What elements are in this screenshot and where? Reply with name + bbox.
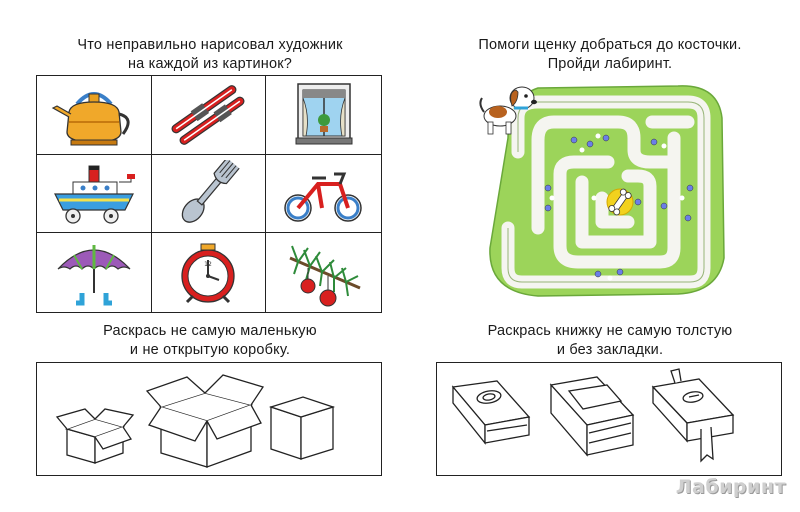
- caption-line: и без закладки.: [556, 342, 664, 358]
- grid-cell[interactable]: [37, 76, 152, 155]
- grid-cell[interactable]: [266, 233, 381, 312]
- closed-box-icon[interactable]: [268, 396, 336, 460]
- bone-icon: [606, 188, 634, 216]
- fir-branch-with-apples-icon: [289, 245, 361, 307]
- umbrella-icon: [57, 244, 131, 306]
- open-box-large-icon[interactable]: [145, 374, 265, 468]
- caption-line: и не открытую коробку.: [129, 342, 291, 358]
- caption-line: Помоги щенку добраться до косточки.: [478, 37, 742, 53]
- book-thick-icon[interactable]: [549, 376, 635, 457]
- books-panel: [436, 362, 782, 476]
- teapot-icon: [51, 91, 130, 146]
- alarm-clock-icon: 12: [181, 243, 236, 303]
- steamboat-icon: [53, 165, 135, 225]
- caption-line: Пройди лабиринт.: [547, 56, 673, 72]
- svg-text:12: 12: [205, 261, 213, 268]
- open-box-small-icon[interactable]: [55, 408, 135, 464]
- maze-picture[interactable]: [478, 78, 734, 308]
- boxes-panel: [36, 362, 382, 476]
- caption-line: Что неправильно нарисовал художник: [77, 37, 343, 53]
- task-caption-boxes: Раскрась не самую маленькую и не открыту…: [40, 322, 380, 360]
- tricycle-icon: [283, 172, 362, 223]
- grid-cell[interactable]: [266, 76, 381, 155]
- book-medium-icon[interactable]: [451, 380, 531, 445]
- grid-cell[interactable]: 12: [152, 233, 267, 312]
- grid-cell[interactable]: [151, 154, 267, 234]
- grid-cell[interactable]: [37, 154, 152, 234]
- fork-icon: [182, 160, 241, 224]
- task-caption-mistakes: Что неправильно нарисовал художник на ка…: [40, 36, 380, 74]
- caption-line: Раскрась книжку не самую толстую: [487, 323, 733, 339]
- grid-cell[interactable]: [151, 76, 267, 155]
- watermark-logo: Лабиринт: [675, 476, 786, 498]
- caption-line: на каждой из картинок?: [127, 56, 293, 72]
- grid-cell[interactable]: [266, 155, 381, 234]
- window-icon: [295, 83, 353, 145]
- grid-cell[interactable]: [37, 233, 152, 312]
- skis-icon: [172, 84, 245, 145]
- pictures-grid: 12: [36, 75, 382, 313]
- book-bookmark-icon[interactable]: [651, 368, 735, 463]
- caption-line: Раскрась не самую маленькую: [103, 323, 317, 339]
- task-caption-maze: Помоги щенку добраться до косточки. Прой…: [440, 36, 780, 74]
- task-caption-books: Раскрась книжку не самую толстую и без з…: [440, 322, 780, 360]
- puppy-icon: [479, 86, 537, 135]
- flower-icon: [544, 133, 694, 281]
